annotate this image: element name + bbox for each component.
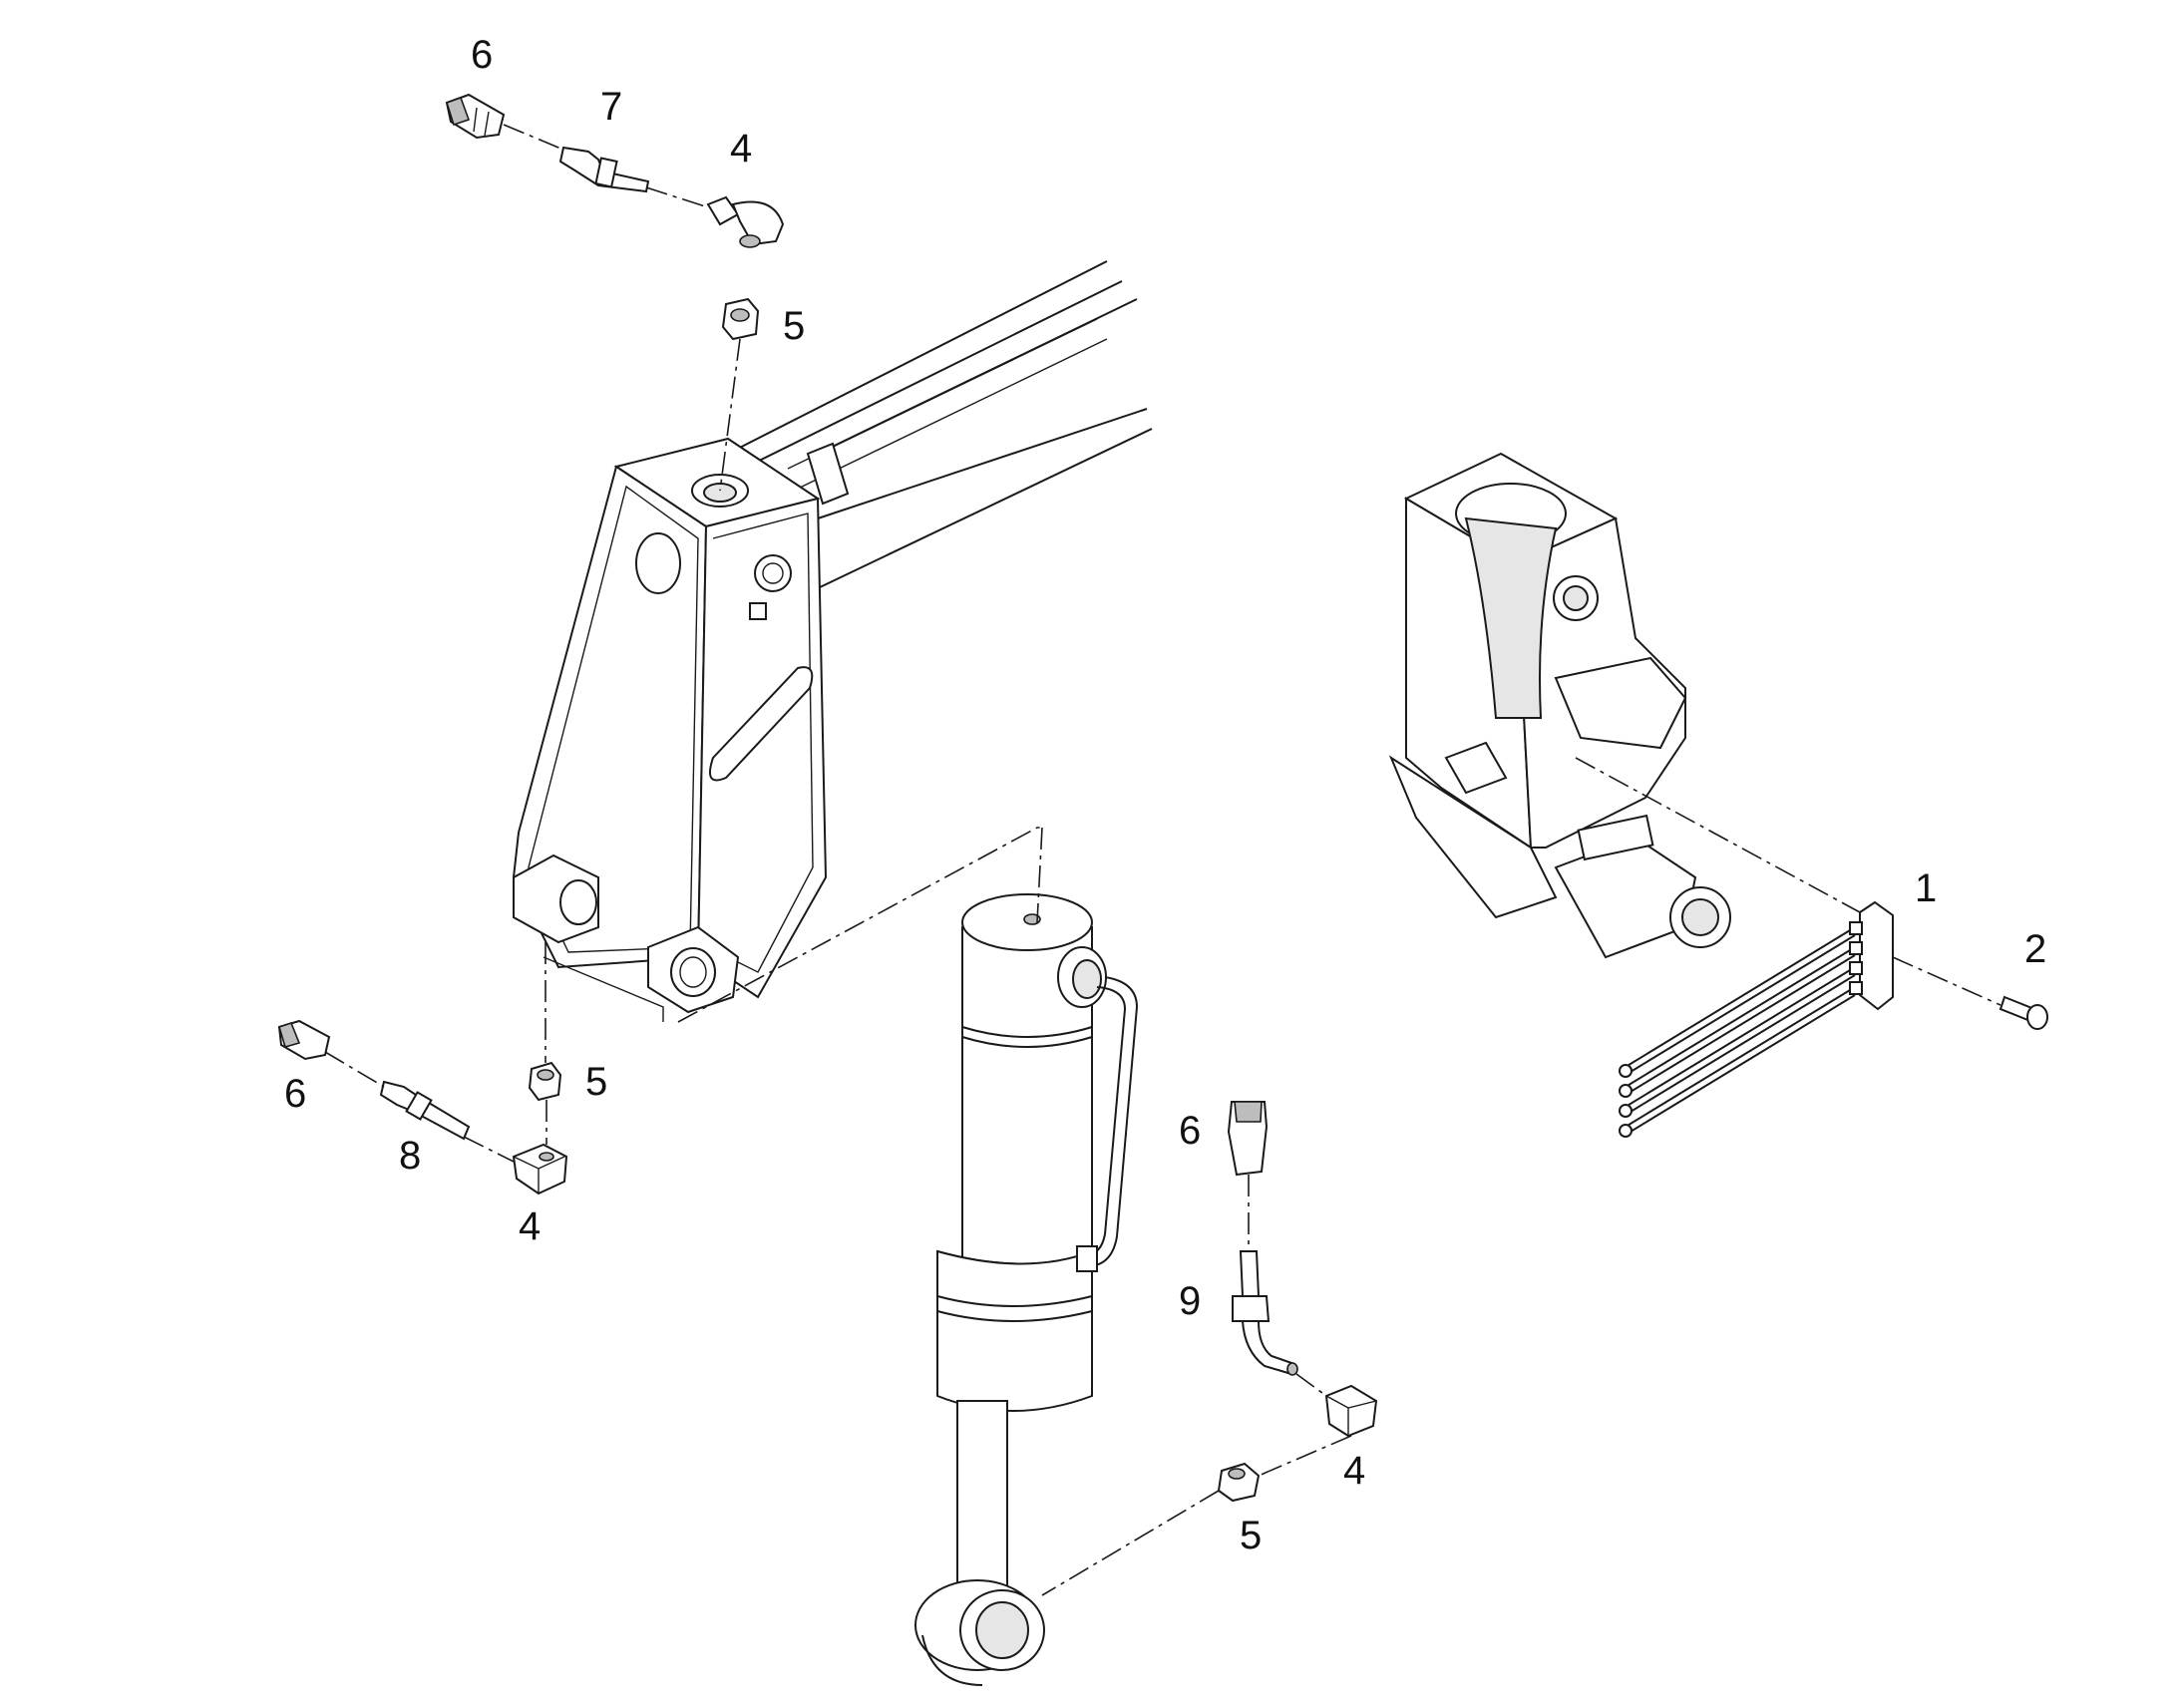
- callout-7: 7: [600, 85, 622, 129]
- callout-1: 1: [1915, 866, 1937, 910]
- callout-4-top: 4: [730, 127, 752, 171]
- callout-5-right: 5: [1240, 1514, 1262, 1557]
- fitting-elbow-top: [706, 195, 785, 248]
- fitting-adapter-left: [277, 1019, 331, 1061]
- callout-6-right: 6: [1179, 1109, 1201, 1153]
- callout-labels: 6 7 4 5 1 2 6 8 5 4 6 9 4 5: [284, 33, 2046, 1557]
- callout-5-top: 5: [783, 304, 805, 348]
- callout-4-right: 4: [1343, 1449, 1365, 1493]
- callout-9: 9: [1179, 1279, 1201, 1323]
- fitting-adapter-right: [1227, 1101, 1269, 1177]
- callout-6-top: 6: [471, 33, 493, 77]
- fitting-nut-left: [528, 1061, 562, 1102]
- callout-8: 8: [399, 1134, 421, 1178]
- callout-5-left: 5: [585, 1060, 607, 1104]
- fitting-nut-right: [1217, 1462, 1261, 1503]
- hydraulic-cylinder: [914, 893, 1139, 1686]
- callout-2: 2: [2024, 927, 2046, 971]
- fitting-bent-tube-right: [1232, 1250, 1298, 1376]
- fitting-adapter-top: [445, 93, 506, 140]
- manifold-tube-bundle: [1619, 900, 2048, 1138]
- boom-arm: [512, 260, 1153, 1022]
- fitting-tube-left: [379, 1080, 471, 1141]
- fitting-tube-top: [558, 146, 650, 193]
- callout-6-left: 6: [284, 1072, 306, 1116]
- assembly-lines: [324, 124, 2001, 1596]
- callout-4-left: 4: [519, 1204, 541, 1248]
- turret-base: [1388, 452, 1731, 959]
- fitting-nut-top: [721, 297, 760, 341]
- fitting-elbow-left: [512, 1143, 568, 1196]
- fitting-elbow-right: [1324, 1384, 1378, 1438]
